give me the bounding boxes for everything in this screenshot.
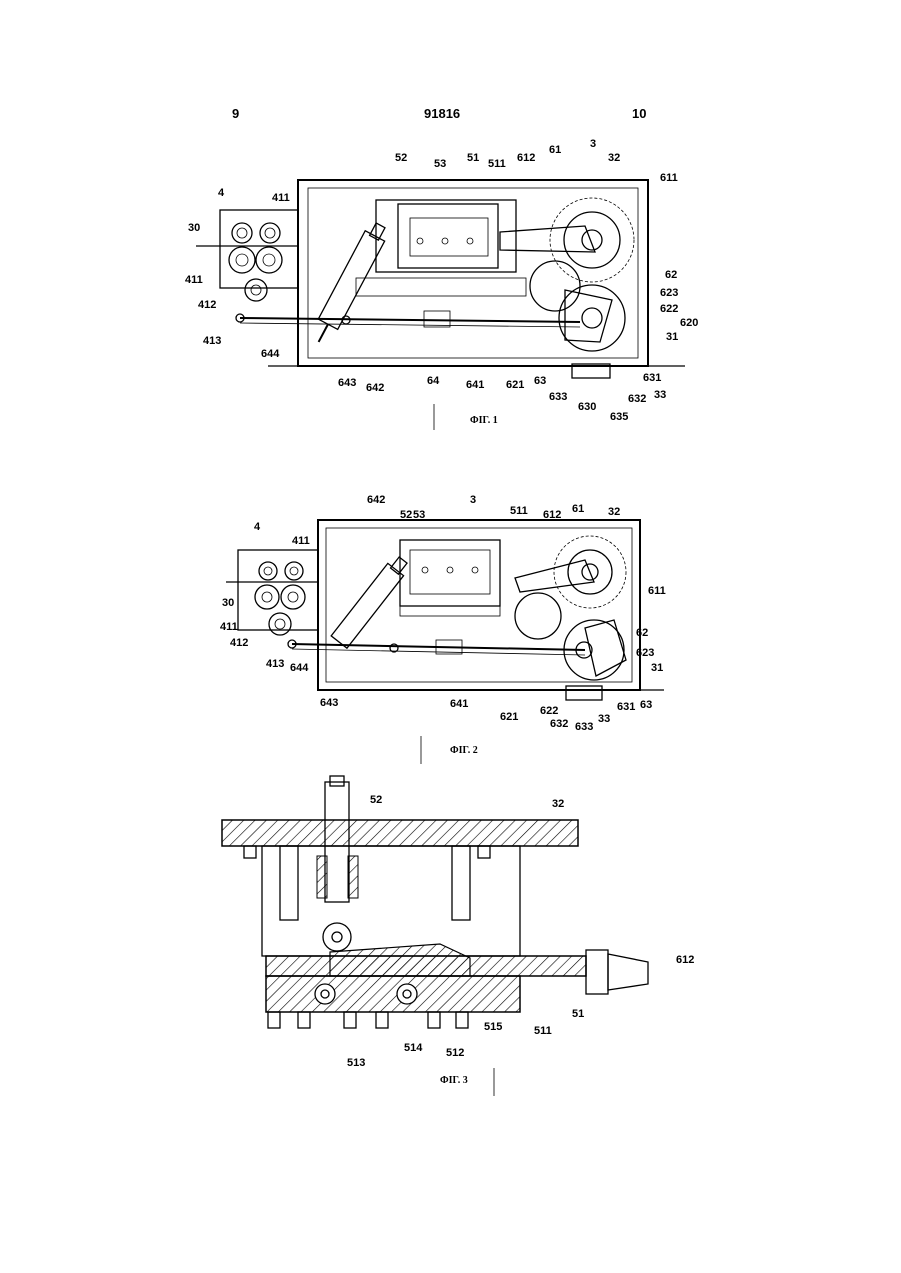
svg-text:33: 33 [654,389,666,401]
svg-text:52: 52 [400,509,412,521]
svg-text:4: 4 [254,521,261,533]
svg-text:411: 411 [185,274,203,286]
svg-text:635: 635 [610,411,628,423]
svg-text:32: 32 [608,506,620,518]
svg-text:621: 621 [506,379,524,391]
svg-text:631: 631 [617,701,635,713]
svg-text:32: 32 [608,152,620,164]
figure-2-caption: ФIГ. 2 [450,745,478,756]
svg-text:642: 642 [366,382,384,394]
figure-3-caption: ФIГ. 3 [440,1075,468,1086]
svg-text:511: 511 [510,505,528,517]
svg-text:511: 511 [488,158,506,170]
figure-3: 52 32 612 51 511 515 512 514 513 ФIГ. 3 [222,776,694,1096]
svg-text:413: 413 [266,658,284,670]
svg-text:642: 642 [367,494,385,506]
svg-text:411: 411 [272,192,290,204]
svg-text:52: 52 [395,152,407,164]
svg-text:31: 31 [651,662,663,674]
svg-text:63: 63 [534,375,546,387]
svg-text:61: 61 [572,503,584,515]
svg-text:53: 53 [434,158,446,170]
svg-text:3: 3 [590,138,596,150]
svg-text:30: 30 [222,597,234,609]
svg-text:632: 632 [550,718,568,730]
svg-text:61: 61 [549,144,561,156]
svg-text:641: 641 [450,698,468,710]
svg-text:633: 633 [549,391,567,403]
svg-text:52: 52 [370,794,382,806]
svg-text:622: 622 [660,303,678,315]
svg-text:411: 411 [220,621,238,633]
svg-text:32: 32 [552,798,564,810]
figure-1: 52 53 51 511 612 61 3 32 611 4 411 30 41… [185,138,698,430]
svg-text:515: 515 [484,1021,502,1033]
svg-text:631: 631 [643,372,661,384]
svg-text:641: 641 [466,379,484,391]
svg-text:622: 622 [540,705,558,717]
svg-text:620: 620 [680,317,698,329]
svg-text:412: 412 [230,637,248,649]
svg-text:623: 623 [636,647,654,659]
svg-text:644: 644 [290,662,309,674]
svg-text:612: 612 [676,954,694,966]
svg-text:621: 621 [500,711,518,723]
svg-text:612: 612 [543,509,561,521]
svg-text:644: 644 [261,348,280,360]
svg-text:514: 514 [404,1042,423,1054]
svg-text:4: 4 [218,187,225,199]
svg-text:412: 412 [198,299,216,311]
svg-text:413: 413 [203,335,221,347]
svg-text:51: 51 [572,1008,584,1020]
svg-text:513: 513 [347,1057,365,1069]
svg-text:62: 62 [665,269,677,281]
svg-text:611: 611 [648,585,666,597]
svg-text:30: 30 [188,222,200,234]
svg-text:643: 643 [338,377,356,389]
svg-text:612: 612 [517,152,535,164]
svg-text:633: 633 [575,721,593,733]
svg-text:63: 63 [640,699,652,711]
svg-text:62: 62 [636,627,648,639]
svg-text:630: 630 [578,401,596,413]
svg-text:3: 3 [470,494,476,506]
svg-text:511: 511 [534,1025,552,1037]
svg-text:411: 411 [292,535,310,547]
svg-text:51: 51 [467,152,479,164]
svg-text:611: 611 [660,172,678,184]
svg-text:64: 64 [427,375,440,387]
figure-2: 642 3 52 53 511 612 61 32 4 411 30 411 4… [220,494,666,764]
svg-text:31: 31 [666,331,678,343]
svg-text:53: 53 [413,509,425,521]
svg-text:512: 512 [446,1047,464,1059]
svg-text:623: 623 [660,287,678,299]
figure-1-caption: ФIГ. 1 [470,415,498,426]
svg-text:33: 33 [598,713,610,725]
svg-text:643: 643 [320,697,338,709]
svg-text:632: 632 [628,393,646,405]
